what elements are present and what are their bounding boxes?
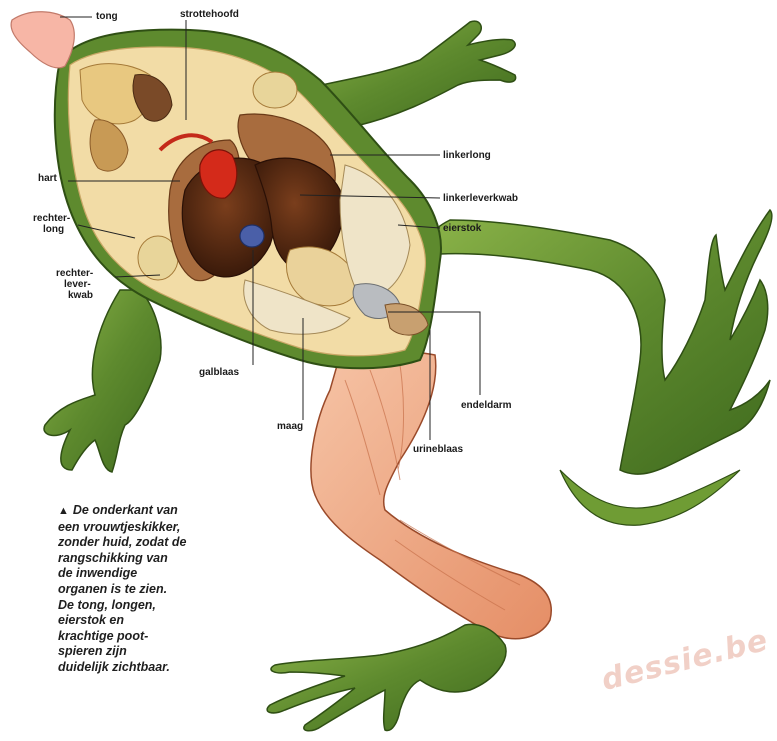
label-tong: tong — [96, 11, 118, 22]
gall-bladder — [240, 225, 264, 247]
label-strottehoofd: strottehoofd — [180, 9, 239, 20]
caption-line-6: organen is te zien. — [58, 582, 248, 598]
label-rechterlong: rechter- long — [33, 213, 85, 235]
label-galblaas: galblaas — [199, 367, 239, 378]
left-front-leg — [44, 290, 161, 472]
caption-line-1: ▲ De onderkant van — [58, 503, 248, 520]
label-rechterlong-line2: long — [33, 224, 85, 235]
label-endeldarm: endeldarm — [461, 400, 512, 411]
label-rechterlong-line1: rechter- — [33, 213, 85, 224]
label-rechterleverkwab-line3: kwab — [56, 290, 112, 301]
tongue — [11, 12, 74, 68]
label-rechterleverkwab: rechter- lever- kwab — [56, 268, 112, 301]
label-linkerleverkwab: linkerleverkwab — [443, 193, 518, 204]
caption-line-11: duidelijk zichtbaar. — [58, 660, 248, 676]
caption-line-4: rangschikking van — [58, 551, 248, 567]
label-linkerlong: linkerlong — [443, 150, 491, 161]
left-hind-leg-muscle — [311, 351, 551, 638]
label-hart: hart — [38, 173, 57, 184]
triangle-marker-icon: ▲ — [58, 505, 69, 517]
caption-line-10: spieren zijn — [58, 644, 248, 660]
label-rechterleverkwab-line1: rechter- — [56, 268, 112, 279]
caption-line-1-text: De onderkant van — [73, 503, 178, 517]
label-eierstok: eierstok — [443, 223, 481, 234]
label-rechterleverkwab-line2: lever- — [56, 279, 112, 290]
caption-line-5: de inwendige — [58, 566, 248, 582]
caption-line-7: De tong, longen, — [58, 598, 248, 614]
caption-line-8: eierstok en — [58, 613, 248, 629]
caption-line-3: zonder huid, zodat de — [58, 535, 248, 551]
figure-caption: ▲ De onderkant van een vrouwtjeskikker, z… — [58, 503, 248, 676]
left-hind-foot — [267, 624, 506, 730]
label-maag: maag — [277, 421, 303, 432]
label-urineblaas: urineblaas — [413, 444, 463, 455]
caption-line-2: een vrouwtjeskikker, — [58, 520, 248, 536]
caption-line-9: krachtige poot- — [58, 629, 248, 645]
right-hind-leg — [424, 210, 772, 525]
